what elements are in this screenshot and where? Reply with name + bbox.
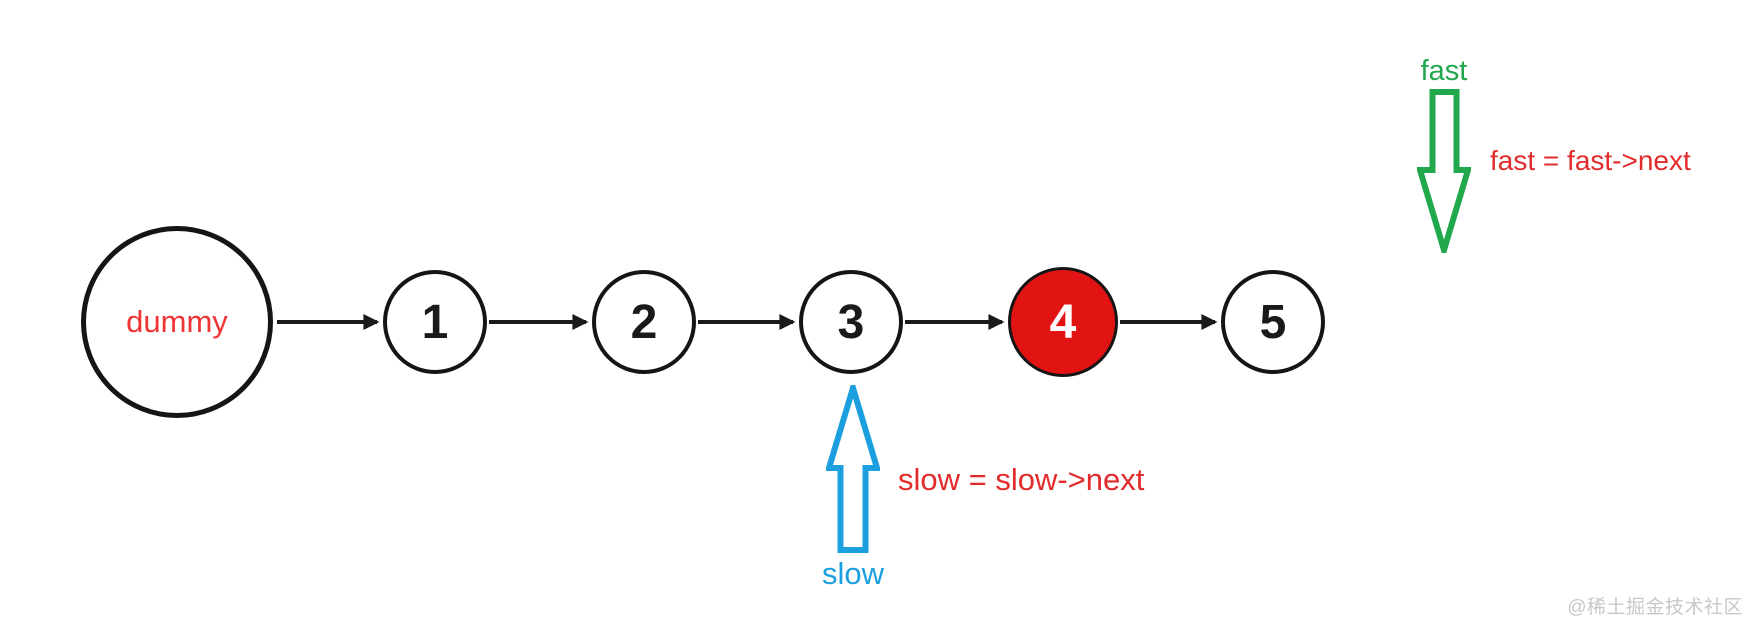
list-node-1: 1 xyxy=(383,270,487,374)
list-node-dummy: dummy xyxy=(81,226,273,418)
slow-pointer-arrow-icon xyxy=(826,385,880,553)
fast-pointer-label: fast xyxy=(1420,55,1468,87)
node-label: 4 xyxy=(1049,295,1077,349)
fast-pointer-arrow-icon xyxy=(1417,89,1471,253)
slow-pointer-label: slow xyxy=(821,556,884,591)
watermark: @稀土掘金技术社区 xyxy=(1567,597,1743,618)
node-label: dummy xyxy=(126,304,228,339)
list-node-2: 2 xyxy=(592,270,696,374)
list-node-4-highlighted: 4 xyxy=(1008,267,1118,377)
node-label: 2 xyxy=(630,295,658,349)
node-label: 1 xyxy=(421,295,449,349)
list-node-5: 5 xyxy=(1221,270,1325,374)
node-label: 5 xyxy=(1259,295,1287,349)
list-node-3: 3 xyxy=(799,270,903,374)
slow-update-annotation: slow = slow->next xyxy=(898,462,1145,497)
fast-update-annotation: fast = fast->next xyxy=(1490,145,1691,176)
node-label: 3 xyxy=(837,295,865,349)
